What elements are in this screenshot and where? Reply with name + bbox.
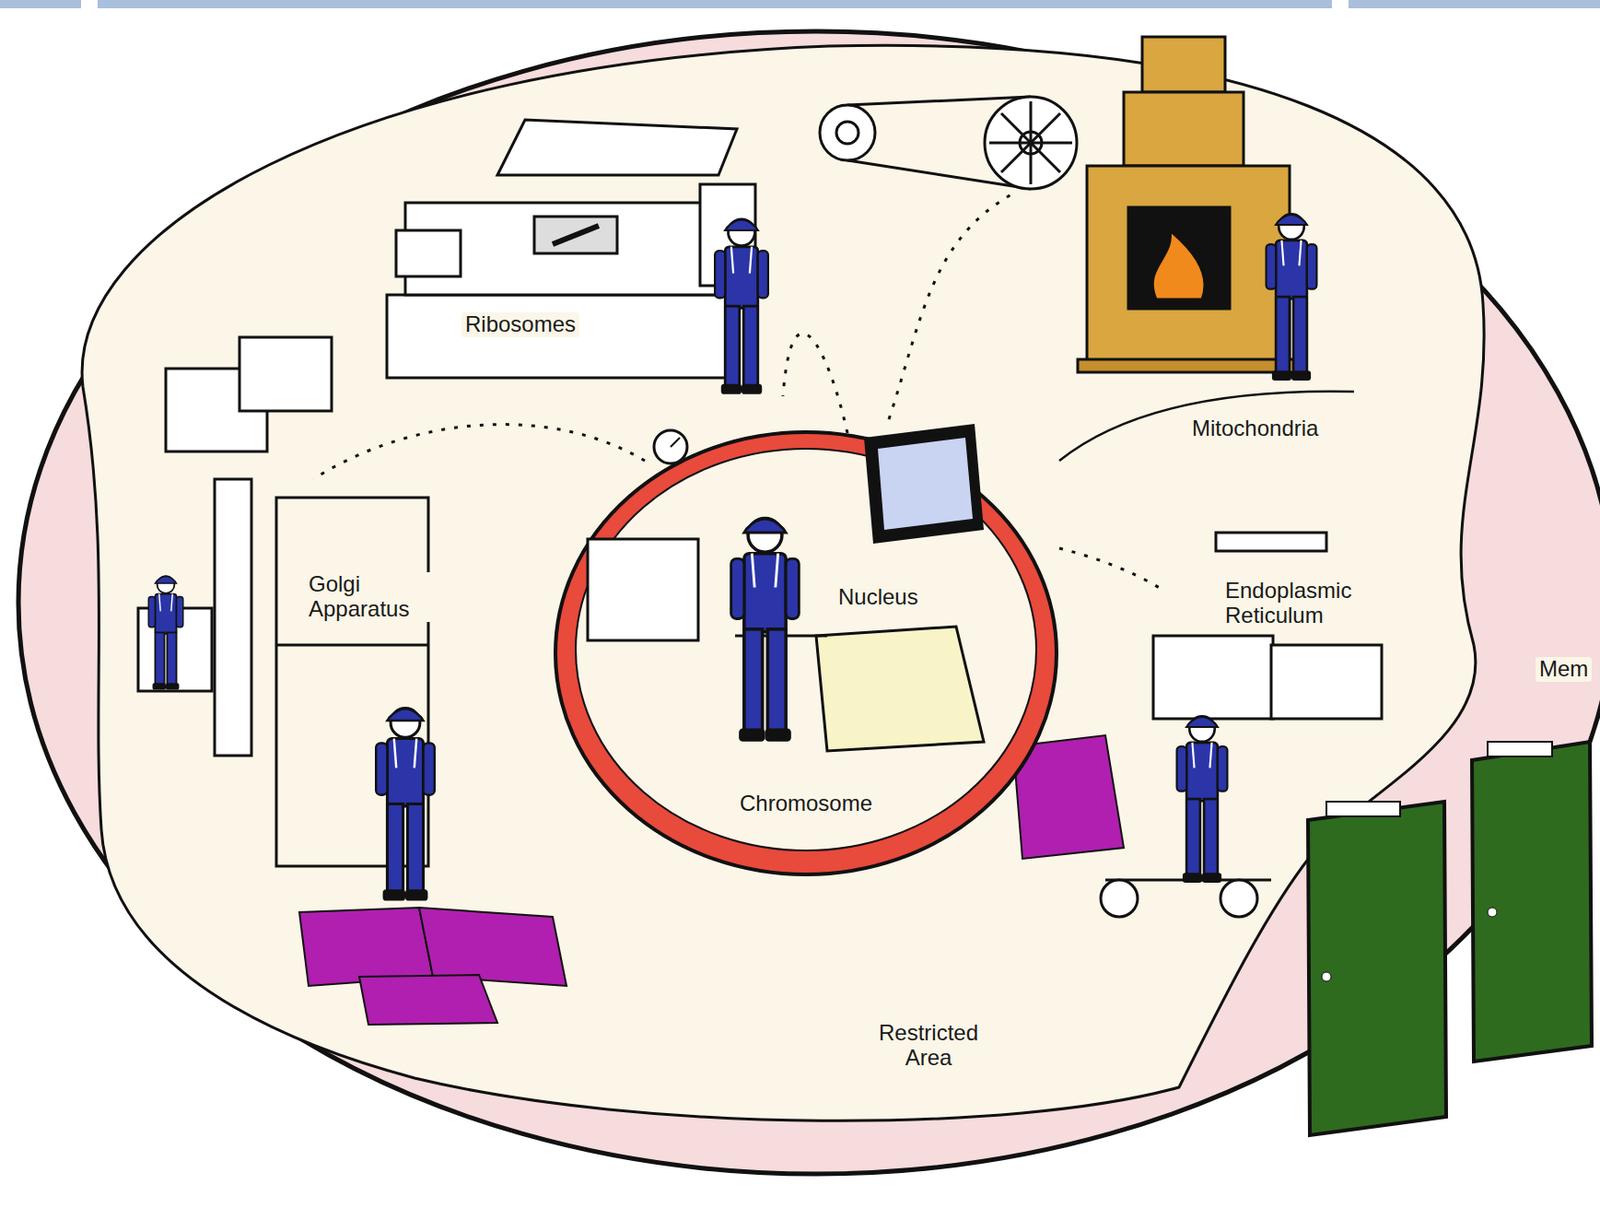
- cell-membrane: [18, 31, 1600, 1174]
- top-bar: [1348, 0, 1600, 9]
- box: [1153, 635, 1273, 719]
- shelf: [276, 643, 429, 647]
- monitor: [864, 423, 984, 544]
- chimney: [1142, 36, 1226, 93]
- box-lid: [1215, 532, 1327, 551]
- clock: [654, 430, 688, 464]
- membrane-label: Mem: [1535, 656, 1592, 682]
- package: [299, 907, 433, 986]
- furnace-plinth: [1077, 359, 1299, 373]
- door-knob: [1321, 971, 1332, 982]
- organelle-label: Endoplasmic Reticulum: [1221, 578, 1386, 629]
- organelle-label: Chromosome: [735, 791, 876, 817]
- door-sign: [1326, 801, 1401, 817]
- organelle-label: Mitochondria: [1188, 416, 1322, 442]
- nuclear-envelope: [555, 432, 1057, 875]
- flywheel: [984, 96, 1077, 189]
- ribosome-machine: [386, 119, 756, 378]
- fuel-pile: [1059, 391, 1355, 461]
- machine-mark: [552, 225, 599, 245]
- worker: [714, 219, 769, 395]
- seated-worker: [148, 575, 184, 690]
- organelle-label: Ribosomes: [461, 312, 580, 338]
- worker: [731, 517, 800, 741]
- wheel: [1100, 879, 1138, 917]
- door: [1471, 741, 1592, 1062]
- furnace: [1077, 36, 1299, 373]
- top-bar: [0, 0, 82, 9]
- membrane-doors: [1308, 741, 1592, 1135]
- machine-panel: [534, 216, 618, 254]
- machine-lid: [497, 119, 737, 176]
- spoke: [1001, 113, 1061, 173]
- organelle-label: Golgi Apparatus: [304, 572, 442, 622]
- door-sign: [1487, 741, 1553, 757]
- package: [359, 974, 498, 1025]
- monitor-screen: [877, 437, 973, 530]
- organelle-label: Nucleus: [834, 584, 923, 610]
- wire: [888, 193, 1014, 420]
- worker: [1266, 213, 1318, 381]
- dna-blueprint: [816, 626, 984, 751]
- box: [1271, 644, 1382, 719]
- wheel: [1220, 879, 1258, 917]
- pulley-hub: [836, 121, 859, 144]
- shelf-post: [214, 478, 252, 756]
- paper-tray: [396, 230, 461, 277]
- machine-base: [386, 294, 737, 378]
- belt-line: [847, 96, 1031, 106]
- region-label: Restricted Area: [874, 1020, 983, 1071]
- worker: [1177, 715, 1228, 883]
- chimney-base: [1123, 92, 1244, 166]
- door: [1308, 801, 1447, 1135]
- cytoplasm: [81, 45, 1484, 1121]
- shelf-frame: [276, 497, 429, 866]
- wire: [1059, 548, 1163, 590]
- furnace-body: [1086, 165, 1290, 369]
- worker: [375, 708, 435, 901]
- crate: [239, 337, 332, 411]
- vesicle-packages: [299, 907, 567, 1025]
- spoke: [1001, 113, 1061, 173]
- pulley: [819, 105, 876, 161]
- cabinet: [587, 538, 699, 641]
- package: [419, 907, 567, 986]
- wire: [313, 424, 645, 479]
- flame: [1152, 230, 1205, 300]
- fire-door: [1128, 207, 1230, 309]
- clock-hand: [670, 437, 680, 447]
- drive-belt: [819, 96, 1077, 189]
- top-bar: [97, 0, 1332, 9]
- nucleus-circle: NucleusChromosome: [550, 428, 1062, 878]
- wire: [782, 333, 848, 433]
- door-knob: [1487, 907, 1497, 917]
